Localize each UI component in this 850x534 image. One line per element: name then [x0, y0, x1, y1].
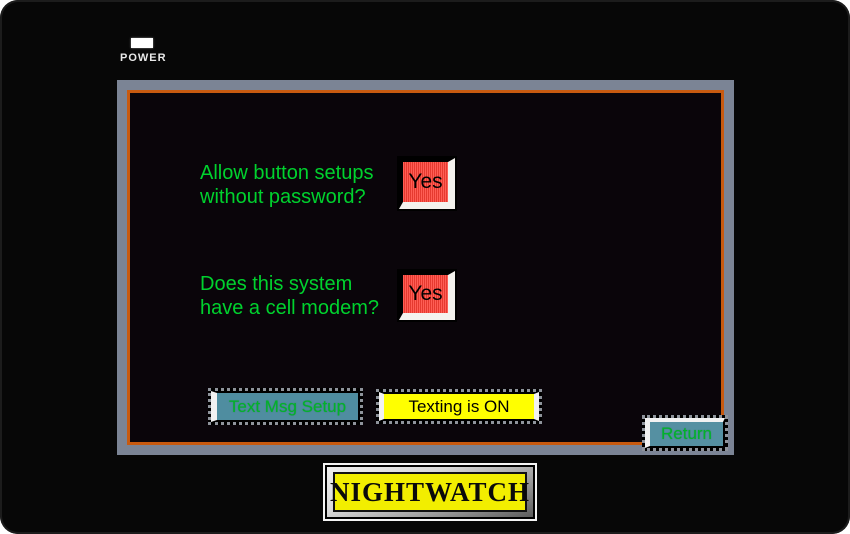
brand-plaque: NIGHTWATCH	[323, 463, 537, 521]
touchscreen: Allow button setups without password? Ye…	[127, 90, 728, 451]
texting-status-indicator[interactable]: Texting is ON	[376, 389, 542, 424]
text-msg-setup-label: Text Msg Setup	[211, 391, 360, 422]
cell-modem-toggle-button[interactable]: Yes	[397, 269, 457, 322]
texting-status-label: Texting is ON	[379, 392, 539, 421]
return-button-label: Return	[645, 418, 725, 448]
return-button[interactable]: Return	[642, 415, 728, 451]
text-msg-setup-button[interactable]: Text Msg Setup	[208, 388, 363, 425]
password-setups-toggle-button[interactable]: Yes	[397, 156, 457, 211]
touchscreen-frame: Allow button setups without password? Ye…	[117, 80, 734, 455]
question-password-line1: Allow button setups	[200, 162, 374, 184]
question-cell-modem-line1: Does this system	[200, 273, 353, 295]
password-setups-toggle-value: Yes	[399, 158, 455, 209]
cell-modem-toggle-value: Yes	[399, 271, 455, 320]
question-cell-modem-line2: have a cell modem?	[200, 297, 379, 319]
brand-name: NIGHTWATCH	[330, 472, 529, 512]
question-cell-modem: Does this system have a cell modem?	[200, 272, 379, 320]
question-password: Allow button setups without password?	[200, 161, 373, 209]
brand-plaque-bevel: NIGHTWATCH	[327, 467, 533, 517]
question-password-line2: without password?	[200, 186, 366, 208]
power-label: POWER	[120, 52, 167, 64]
power-led-icon	[131, 38, 153, 48]
